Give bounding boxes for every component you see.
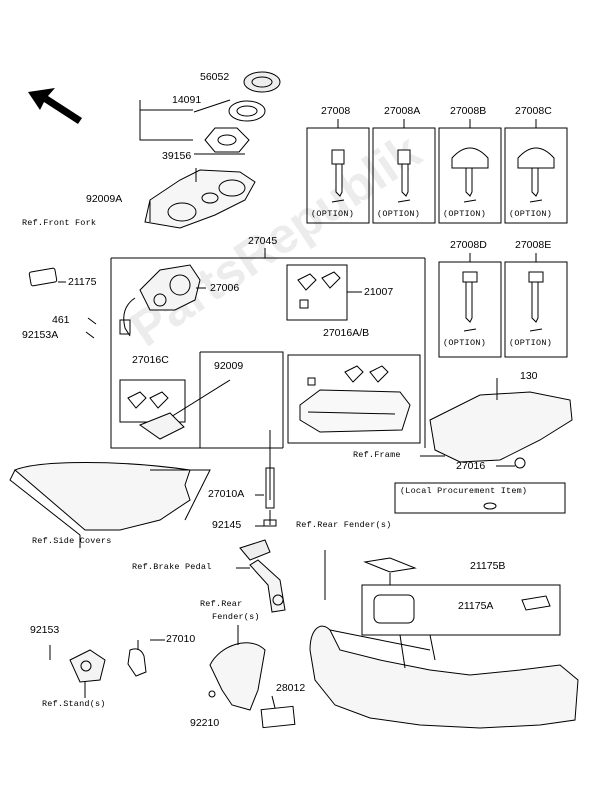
part-label: 27008C [515, 105, 552, 117]
part-label: 14091 [172, 94, 202, 106]
brake-pedal-part [239, 539, 286, 613]
part-label: 21175 [68, 276, 97, 288]
part-label: 27008B [450, 105, 487, 117]
side-cover-part [9, 462, 191, 548]
brake-switch-part [263, 430, 277, 527]
option-label: (OPTION) [443, 209, 487, 219]
option-label: (OPTION) [443, 338, 487, 348]
upper-triple-clamp-part [144, 168, 256, 229]
part-label: 21007 [364, 286, 394, 298]
part-label: 92153 [30, 624, 60, 636]
part-label: 27045 [248, 235, 278, 247]
part-label: 27008D [450, 239, 487, 251]
part-label: 92153A [22, 329, 59, 341]
immobilizer-ecu-box [287, 354, 421, 444]
local-procurement-box [394, 482, 566, 514]
frame-section-part [429, 378, 573, 469]
option-label: (OPTION) [311, 209, 355, 219]
part-label: 21175A [458, 600, 494, 612]
key-set-box-c [119, 379, 186, 423]
part-label: 27006 [210, 282, 240, 294]
ref-rear-fender-2: Ref.Rear [200, 599, 243, 609]
part-label: 92145 [212, 519, 242, 531]
part-label: 27008 [321, 105, 351, 117]
ref-side-covers: Ref.Side Covers [32, 536, 112, 546]
part-label: 130 [520, 370, 538, 382]
part-label: 92210 [190, 717, 220, 729]
part-label: 27008A [384, 105, 421, 117]
ref-rear-fender-2: Fender(s) [212, 612, 260, 622]
key-icons [331, 147, 555, 332]
ref-local-procurement: (Local Procurement Item) [400, 486, 528, 496]
ref-stands: Ref.Stand(s) [42, 699, 106, 709]
ref-rear-fender: Ref.Rear Fender(s) [296, 520, 392, 530]
part-label: 27010 [166, 633, 196, 645]
rear-fender-lower-part [208, 642, 296, 729]
part-label: 21175B [470, 560, 506, 572]
key-set-box [286, 264, 348, 321]
ref-frame: Ref.Frame [353, 450, 401, 460]
direction-arrow-icon [28, 88, 82, 124]
part-label: 27008E [515, 239, 552, 251]
part-label: 27010A [208, 488, 245, 500]
ref-front-fork: Ref.Front Fork [22, 218, 97, 228]
steering-stem-cap-part [243, 71, 281, 93]
option-label: (OPTION) [509, 338, 553, 348]
part-label: 92009 [214, 360, 244, 372]
screw-part [85, 317, 97, 339]
option-label: (OPTION) [509, 209, 553, 219]
rear-fender-part [309, 550, 579, 729]
option-label: (OPTION) [377, 209, 421, 219]
ignition-switch-part [119, 264, 201, 337]
key-tag-box [361, 584, 561, 636]
part-label: 39156 [162, 150, 192, 162]
part-label: 461 [52, 314, 70, 326]
part-label: 27016A/B [323, 327, 370, 339]
side-stand-switch-part [69, 640, 147, 683]
part-label: 92009A [86, 193, 123, 205]
part-label: 56052 [200, 71, 230, 83]
ref-brake-pedal: Ref.Brake Pedal [132, 562, 212, 572]
key-label-leaders [337, 119, 537, 262]
key-tag-part [28, 267, 58, 287]
part-label: 27016C [132, 354, 169, 366]
washer-part [228, 100, 266, 122]
part-label: 27016 [456, 460, 486, 472]
stem-nut-part [204, 127, 250, 153]
part-label: 28012 [276, 682, 306, 694]
